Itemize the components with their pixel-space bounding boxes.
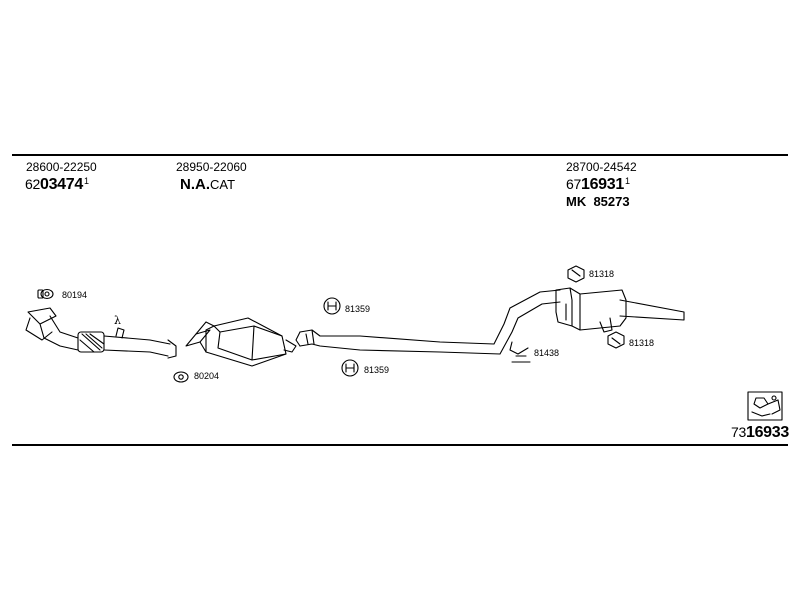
clamp-bottom-icon <box>341 359 359 377</box>
catalyst-name-rest: CAT <box>210 177 236 192</box>
lambda-label: λ <box>114 314 121 327</box>
mounting-kit-number: 85273 <box>593 194 630 209</box>
gasket-cat-label: 80204 <box>194 371 220 381</box>
mounting-kit-label: MK <box>566 194 587 209</box>
diagram-number: 7316933 <box>731 425 789 441</box>
catalytic-converter-icon <box>185 317 297 367</box>
gasket-front-label: 80194 <box>62 290 88 300</box>
top-divider <box>12 154 788 156</box>
catalyst-name-bold: N.A. <box>180 176 210 193</box>
front-pipe-icon <box>25 307 177 359</box>
rear-silencer-icon <box>555 287 685 333</box>
rubber-mount-bottom-label: 81318 <box>629 338 655 348</box>
clamp-top-label: 81359 <box>345 304 371 314</box>
manufacturer-logo-icon <box>747 391 783 421</box>
gasket-front-icon <box>37 288 54 300</box>
front-pipe-ref-prefix: 62 <box>25 176 40 192</box>
catalyst-part-number: 28950-22060 <box>176 160 247 174</box>
front-pipe-part-number: 28600-22250 <box>26 160 97 174</box>
mounting-kit: MK 85273 <box>566 195 630 208</box>
rubber-mount-top-label: 81318 <box>589 269 615 279</box>
catalyst-name: N.A.CAT <box>180 177 235 192</box>
front-pipe-ref-main: 03474 <box>39 176 83 193</box>
rear-silencer-ref-main: 16931 <box>580 176 624 193</box>
clamp-bottom-label: 81359 <box>364 365 390 375</box>
rear-silencer-ref-suffix: 1 <box>624 176 630 186</box>
rear-silencer-ref-prefix: 67 <box>566 176 581 192</box>
clamp-top-icon <box>323 297 341 315</box>
rubber-mount-bottom-icon <box>607 331 625 349</box>
front-pipe-ref-suffix: 1 <box>83 176 89 186</box>
front-pipe-ref: 62034741 <box>25 177 89 193</box>
diagram-number-prefix: 73 <box>731 424 746 440</box>
rear-silencer-ref: 67169311 <box>566 177 630 193</box>
gasket-cat-icon <box>173 371 189 383</box>
rear-silencer-part-number: 28700-24542 <box>566 160 637 174</box>
rubber-mount-top-icon <box>567 265 585 283</box>
hanger-mid-label: 81438 <box>534 348 560 358</box>
bottom-divider <box>12 444 788 446</box>
hanger-mid-icon <box>509 341 531 363</box>
diagram-number-main: 16933 <box>745 424 789 441</box>
center-pipe-icon <box>295 289 561 355</box>
